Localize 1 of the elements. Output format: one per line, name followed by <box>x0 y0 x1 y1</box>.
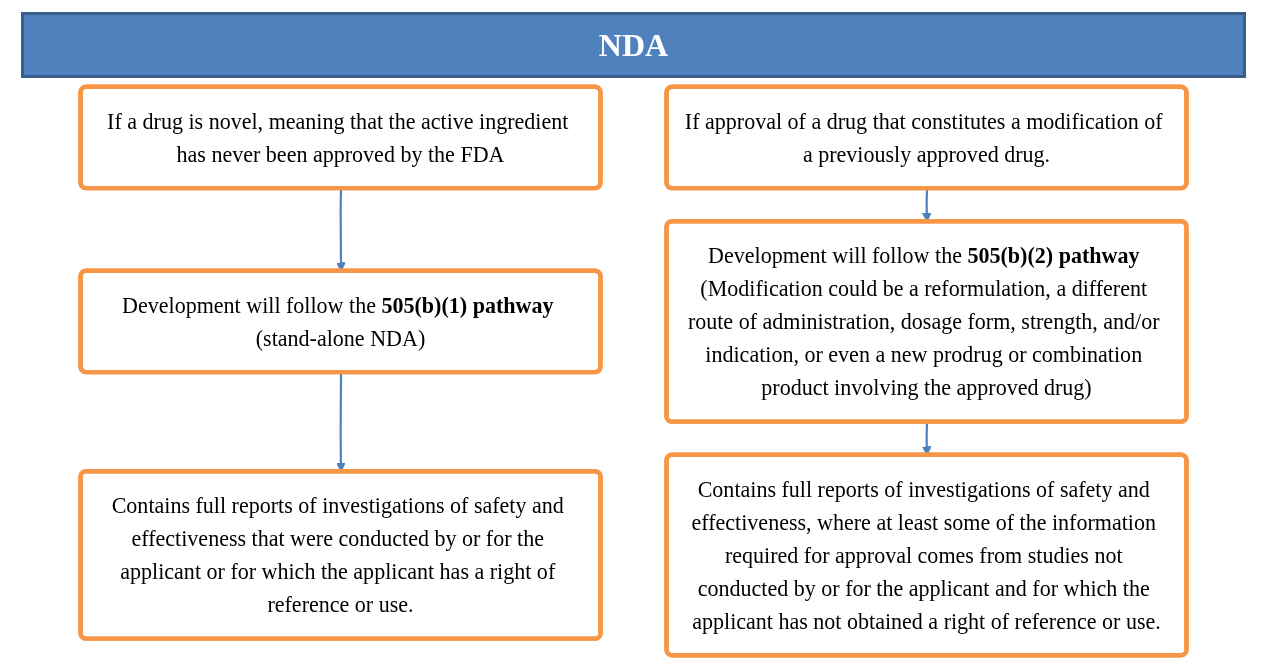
title-banner: NDA <box>21 12 1246 78</box>
